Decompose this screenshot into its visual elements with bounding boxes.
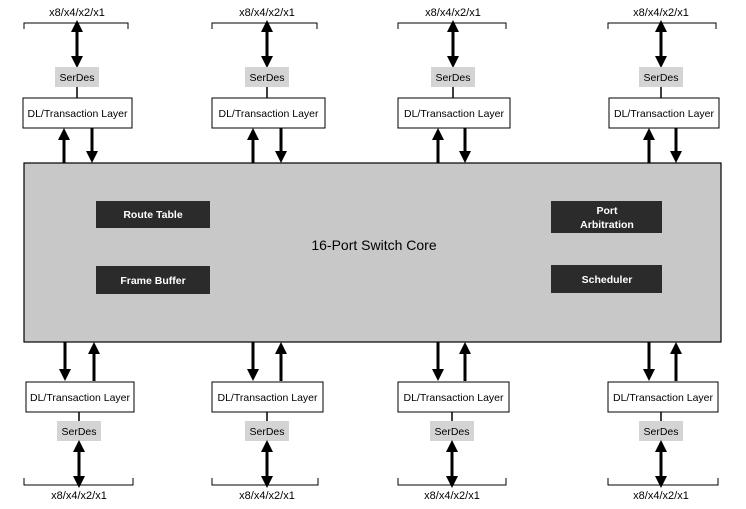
serdes-box	[55, 67, 99, 87]
dl-transaction-layer-label: DL/Transaction Layer	[218, 392, 318, 404]
serdes-box	[245, 421, 289, 441]
dl-transaction-layer-label: DL/Transaction Layer	[614, 108, 714, 120]
link-width-label: x8/x4/x2/x1	[424, 490, 480, 502]
route-table-label: Route Table	[123, 209, 182, 221]
link-width-label: x8/x4/x2/x1	[51, 490, 107, 502]
frame-buffer-block: Frame Buffer	[96, 266, 210, 294]
serdes-label: SerDes	[643, 426, 678, 438]
port-arbitration-label-1: Port	[597, 205, 619, 217]
dl-transaction-layer-label: DL/Transaction Layer	[28, 108, 128, 120]
serdes-box	[431, 67, 475, 87]
route-table-block: Route Table	[96, 201, 210, 228]
serdes-label: SerDes	[249, 426, 284, 438]
serdes-label: SerDes	[435, 72, 470, 84]
scheduler-block: Scheduler	[551, 265, 662, 293]
serdes-box	[57, 421, 101, 441]
dl-transaction-layer-label: DL/Transaction Layer	[613, 392, 713, 404]
scheduler-label: Scheduler	[582, 274, 633, 286]
link-width-label: x8/x4/x2/x1	[633, 7, 689, 19]
link-width-label: x8/x4/x2/x1	[633, 490, 689, 502]
link-width-label: x8/x4/x2/x1	[425, 7, 481, 19]
dl-transaction-layer-box	[608, 97, 720, 129]
dl-transaction-layer-box	[607, 381, 719, 413]
dl-transaction-layer-box	[211, 97, 326, 129]
port-arbitration-label-2: Arbitration	[580, 219, 634, 231]
serdes-box	[245, 67, 289, 87]
serdes-box	[639, 421, 683, 441]
link-width-label: x8/x4/x2/x1	[239, 490, 295, 502]
dl-transaction-layer-label: DL/Transaction Layer	[30, 392, 130, 404]
serdes-label: SerDes	[643, 72, 678, 84]
serdes-label: SerDes	[59, 72, 94, 84]
lane-bracket	[211, 22, 318, 29]
dl-transaction-layer-label: DL/Transaction Layer	[219, 108, 319, 120]
lane-bracket	[397, 478, 507, 486]
serdes-box	[639, 67, 683, 87]
dl-transaction-layer-box	[397, 381, 510, 413]
dl-transaction-layer-box	[397, 97, 511, 129]
serdes-label: SerDes	[434, 426, 469, 438]
switch-core	[23, 162, 722, 343]
lane-bracket	[607, 478, 719, 486]
port-arbitration-block: Port Arbitration	[551, 201, 662, 233]
lane-bracket	[23, 478, 134, 486]
switch-core-title: 16-Port Switch Core	[311, 237, 436, 253]
serdes-label: SerDes	[249, 72, 284, 84]
dl-transaction-layer-box	[22, 97, 133, 129]
dl-transaction-layer-label: DL/Transaction Layer	[404, 392, 504, 404]
link-width-label: x8/x4/x2/x1	[239, 7, 295, 19]
lane-bracket	[211, 478, 319, 486]
dl-transaction-layer-label: DL/Transaction Layer	[404, 108, 504, 120]
serdes-label: SerDes	[61, 426, 96, 438]
dl-transaction-layer-box	[211, 381, 324, 413]
frame-buffer-label: Frame Buffer	[120, 275, 185, 287]
link-width-label: x8/x4/x2/x1	[49, 7, 105, 19]
serdes-box	[430, 421, 474, 441]
dl-transaction-layer-box	[25, 381, 135, 413]
bottom-ports: DL/Transaction LayerSerDesx8/x4/x2/x1DL/…	[23, 342, 719, 502]
